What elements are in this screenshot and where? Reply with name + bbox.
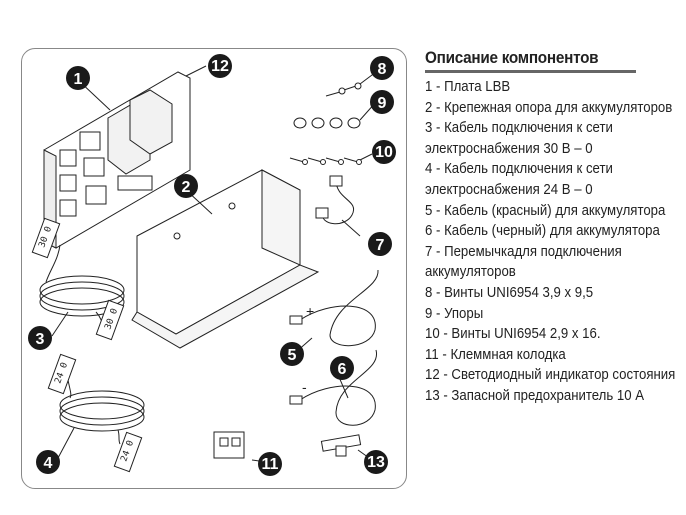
legend-item-text: Кабель подключения к сети электроснабжен…: [425, 119, 613, 157]
legend-item-text: Светодиодный индикатор состояния: [451, 366, 676, 384]
callout-11: 11: [258, 452, 282, 476]
callout-5-num: 5: [288, 347, 297, 364]
callout-4-num: 4: [44, 455, 53, 472]
legend-item-13: 13 - Запасной предохранитель 10 A: [425, 386, 645, 404]
legend-item-7: 7 - Перемычкадля подключения аккумулятор…: [425, 242, 622, 281]
callout-11-num: 11: [262, 456, 279, 473]
legend-item-12: 12 - Светодиодный индикатор состояния: [425, 366, 676, 384]
legend-item-num: 2: [425, 98, 433, 116]
legend-item-8: 8 - Винты UNI6954 3,9 x 9,5: [425, 283, 594, 301]
callout-6-num: 6: [338, 361, 347, 378]
cable-30v: [31, 217, 125, 341]
diagram-panel: [21, 48, 407, 489]
terminal-block: [213, 431, 245, 459]
stops: [293, 117, 361, 129]
legend-item-num: 13: [425, 386, 440, 404]
plus-sign: +: [306, 303, 314, 319]
callout-10-num: 10: [375, 144, 393, 161]
callout-13: 13: [364, 450, 388, 474]
callout-8: 8: [370, 56, 394, 80]
cable-24v: [47, 353, 145, 473]
legend-item-num: 5: [425, 201, 433, 219]
legend-item-text: Клеммная колодка: [450, 345, 566, 363]
battery-bracket: [131, 169, 320, 349]
minus-sign: -: [302, 379, 307, 395]
legend-item-num: 12: [425, 366, 440, 384]
callout-10: 10: [372, 140, 396, 164]
legend-item-num: 11: [425, 345, 439, 363]
legend-item-num: 6: [425, 222, 433, 240]
callout-3: 3: [28, 326, 52, 350]
screws-2-9: [289, 157, 362, 165]
legend-item-3: 3 - Кабель подключения к сети электросна…: [425, 119, 613, 157]
battery-cable-red: [289, 269, 379, 347]
legend-item-text: Кабель (черный) для аккумулятора: [444, 222, 660, 240]
legend-item-num: 3: [425, 119, 433, 137]
legend-item-text: Винты UNI6954 3,9 x 9,5: [444, 283, 594, 301]
callout-8-num: 8: [378, 61, 387, 78]
spare-fuse: [320, 434, 362, 457]
legend-list: 1 - Плата LBB 2 - Крепежная опора для ак…: [425, 77, 680, 407]
legend-item-6: 6 - Кабель (черный) для аккумулятора: [425, 222, 660, 240]
legend-item-10: 10 - Винты UNI6954 2,9 x 16.: [425, 325, 601, 343]
legend-item-num: 9: [425, 304, 433, 322]
battery-cable-black: [289, 349, 377, 426]
legend-item-num: 10: [425, 325, 440, 343]
callout-2: 2: [174, 174, 198, 198]
legend-item-text: Винты UNI6954 2,9 x 16.: [451, 325, 601, 343]
callout-5: 5: [280, 342, 304, 366]
legend-item-1: 1 - Плата LBB: [425, 78, 511, 95]
callout-6: 6: [330, 356, 354, 380]
callout-12-num: 12: [211, 58, 229, 75]
lbb-board: [43, 71, 191, 249]
legend-item-text: Запасной предохранитель 10 A: [451, 386, 645, 404]
legend-item-num: 4: [425, 160, 433, 178]
legend-item-text: Кабель подключения к сети электроснабжен…: [425, 160, 613, 198]
legend-item-5: 5 - Кабель (красный) для аккумулятора: [425, 201, 666, 219]
callout-9: 9: [370, 90, 394, 114]
callout-13-num: 13: [367, 454, 385, 471]
legend-item-num: 8: [425, 283, 433, 301]
legend-item-text: Перемычкадля подключения аккумуляторов: [425, 242, 622, 281]
legend-item-text: Кабель (красный) для аккумулятора: [444, 201, 666, 219]
callout-1: 1: [66, 66, 90, 90]
callout-1-num: 1: [74, 71, 83, 88]
legend-item-num: 7: [425, 242, 433, 260]
callout-4: 4: [36, 450, 60, 474]
legend-item-4: 4 - Кабель подключения к сети электросна…: [425, 160, 613, 198]
legend-item-text: Крепежная опора для аккумуляторов: [444, 98, 673, 116]
legend-underline: [425, 70, 636, 73]
callout-12: 12: [208, 54, 232, 78]
callout-7: 7: [368, 232, 392, 256]
callout-2-num: 2: [182, 179, 191, 196]
legend-item-num: 1: [425, 78, 433, 95]
callout-9-num: 9: [378, 95, 387, 112]
callout-3-num: 3: [36, 331, 45, 348]
battery-jumper: [315, 175, 355, 225]
legend-item-text: Плата LBB: [444, 78, 511, 95]
legend-item-11: 11 - Клеммная колодка: [425, 345, 566, 363]
callout-7-num: 7: [376, 237, 385, 254]
component-legend: Описание компонентов 1 - Плата LBB 2 - К…: [425, 48, 680, 407]
screws-3-9: [325, 82, 362, 97]
legend-item-9: 9 - Упоры: [425, 304, 484, 322]
legend-item-2: 2 - Крепежная опора для аккумуляторов: [425, 98, 673, 116]
legend-title: Описание компонентов: [425, 48, 599, 67]
legend-item-text: Упоры: [444, 304, 484, 322]
